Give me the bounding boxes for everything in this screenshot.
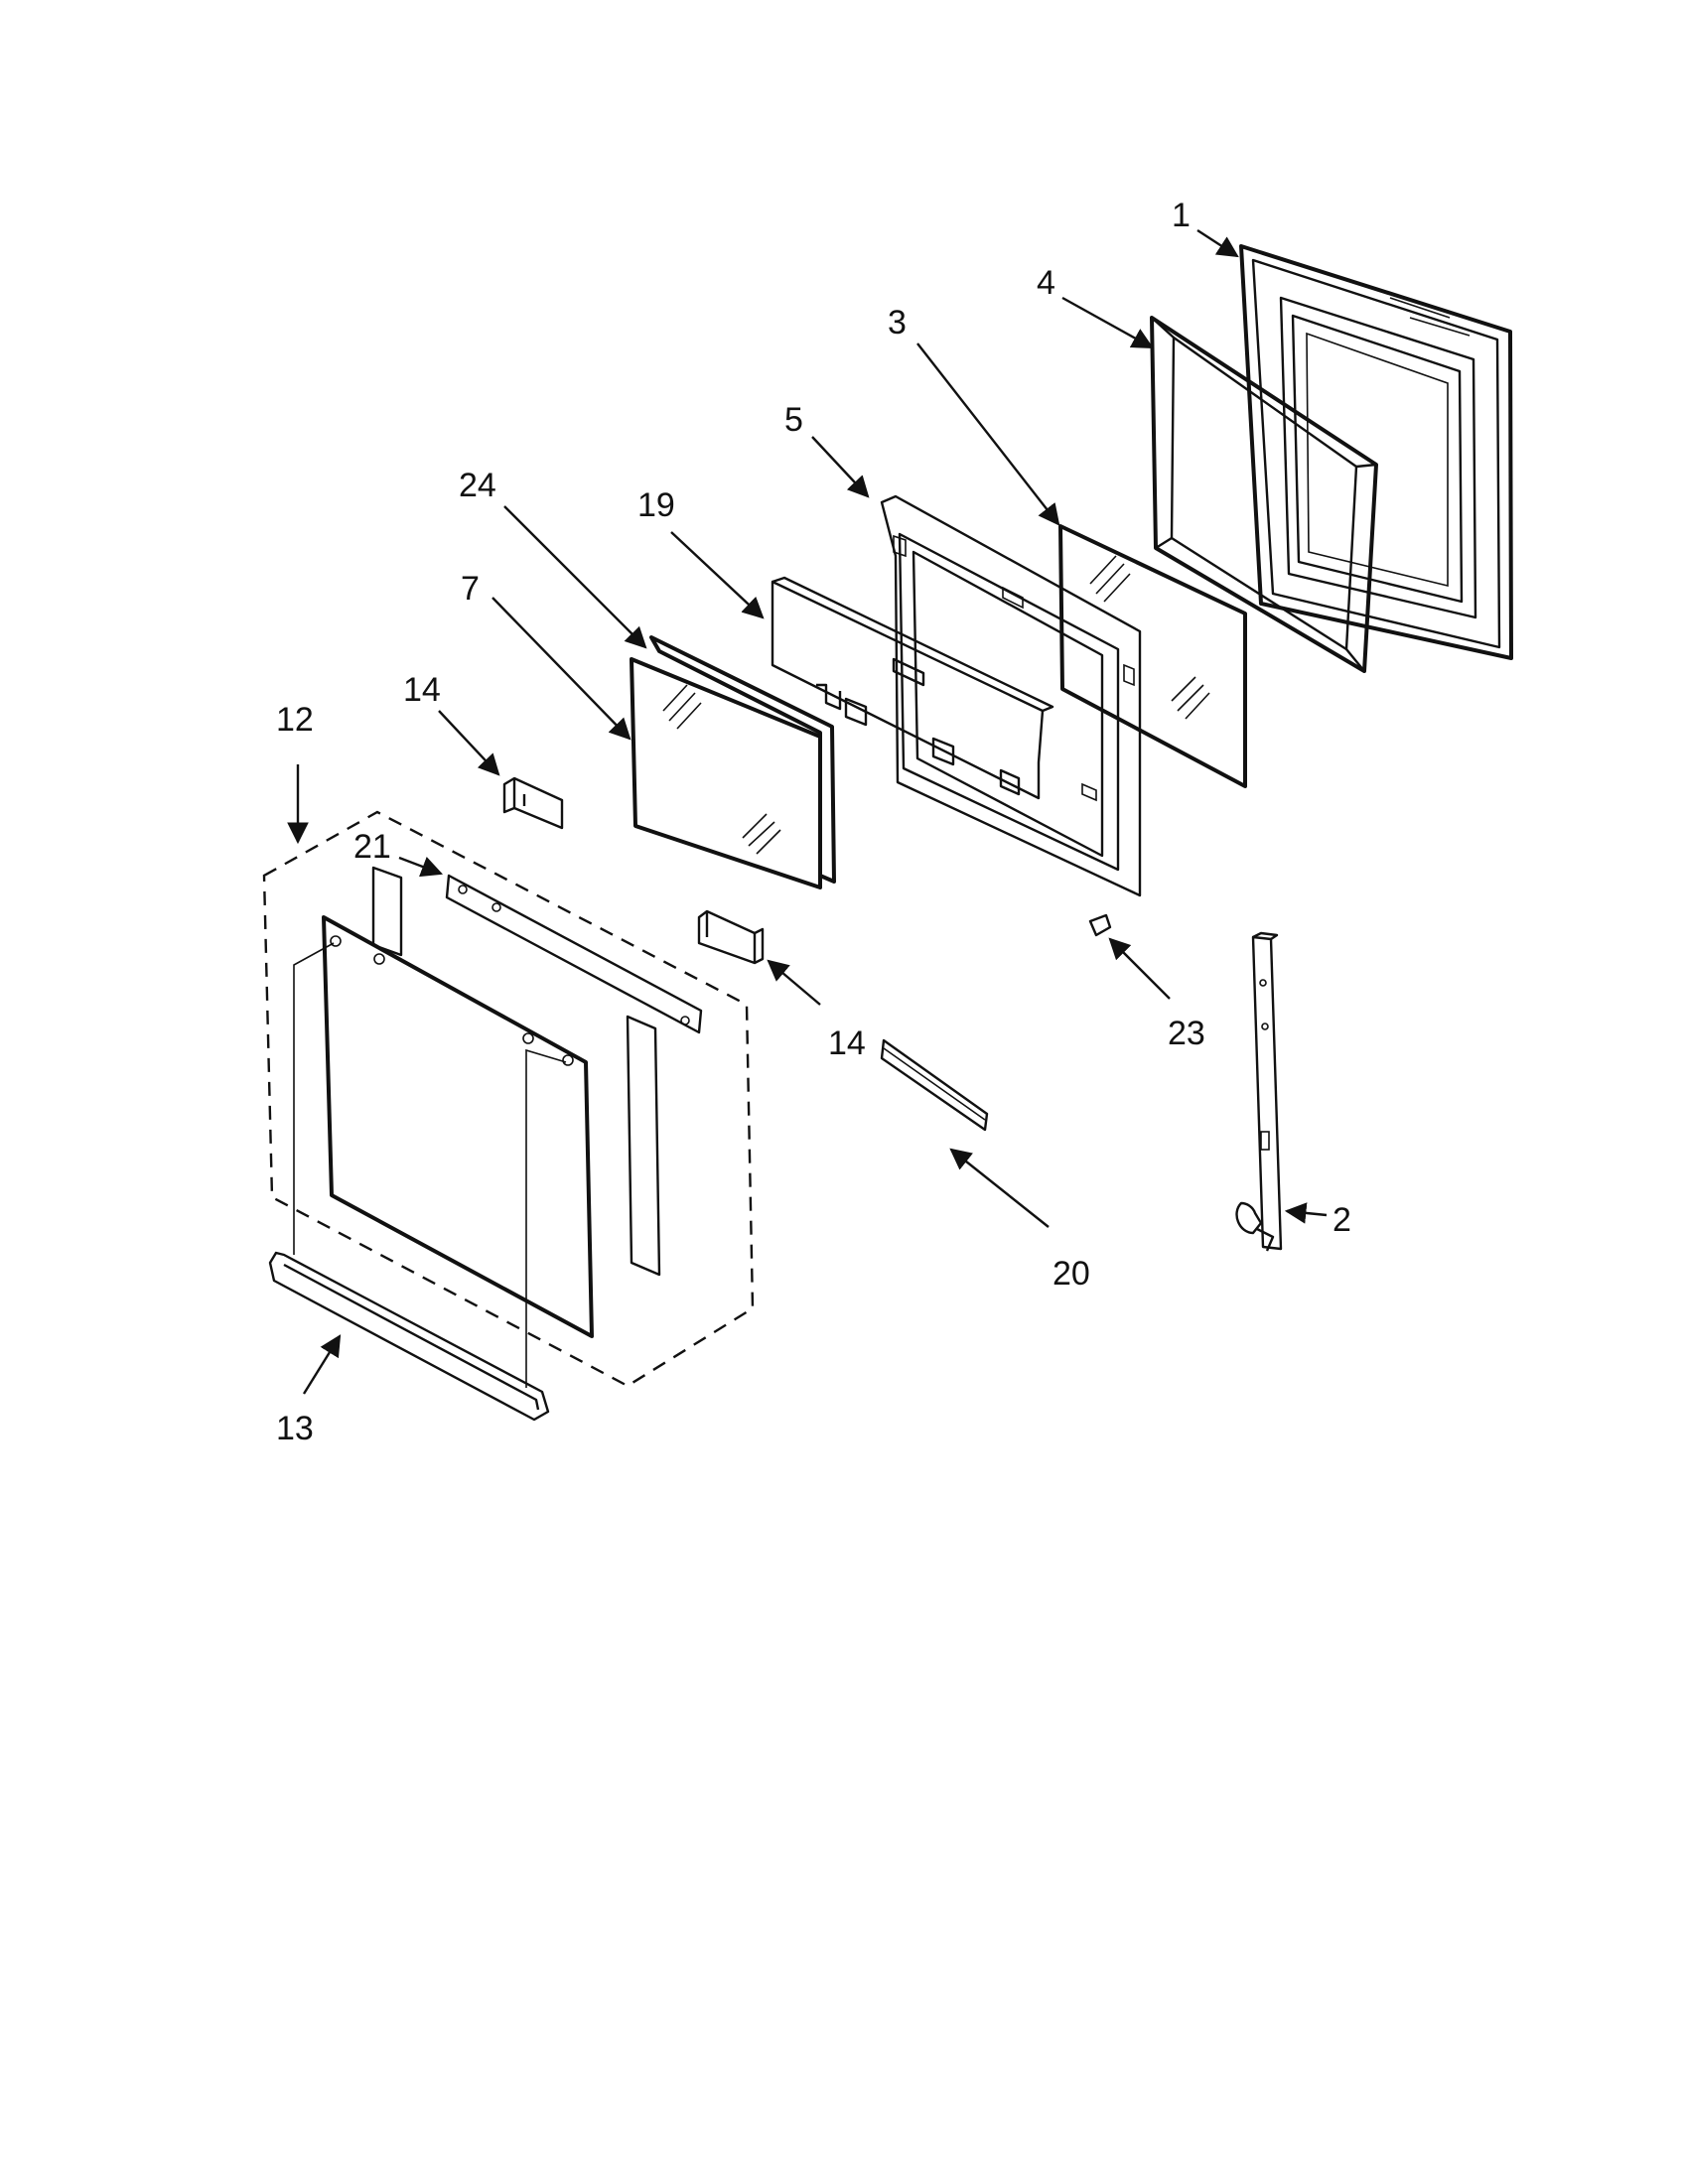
- leader-20: [949, 1148, 1050, 1228]
- label-3: 3: [888, 304, 907, 341]
- label-19: 19: [637, 486, 675, 524]
- leader-2: [1284, 1202, 1328, 1224]
- part-4-door-frame: [1150, 316, 1378, 673]
- label-14a: 14: [403, 671, 441, 709]
- leader-23: [1108, 937, 1171, 1000]
- part-21-strip: [445, 874, 703, 1034]
- part-20-seal-strip: [880, 1038, 989, 1132]
- label-24: 24: [459, 467, 496, 504]
- label-12: 12: [276, 701, 314, 739]
- leader-19: [670, 531, 765, 619]
- part-3-inner-glass: [1058, 524, 1247, 788]
- leader-5: [811, 436, 870, 498]
- label-23: 23: [1168, 1015, 1205, 1052]
- label-21: 21: [353, 828, 391, 866]
- part-13-handle-trim: [268, 1251, 550, 1422]
- part-24-glass: [649, 635, 836, 884]
- leader-1: [1196, 228, 1239, 258]
- outer-glass-panel: [293, 915, 594, 1388]
- spacer-strip-left: [371, 866, 403, 957]
- leader-7: [491, 597, 632, 741]
- leader-24: [503, 505, 647, 649]
- callout-labels: 1 2 3 4 5 7 12 13 14 14 19 20 21 23 24: [276, 197, 1351, 1447]
- label-14b: 14: [828, 1024, 866, 1062]
- part-12-outer-door-assembly-outline: [262, 810, 755, 1388]
- part-1-outer-door-panel: [1239, 244, 1513, 660]
- part-7-glass: [630, 657, 822, 889]
- label-4: 4: [1037, 264, 1055, 302]
- leader-21: [398, 856, 444, 878]
- label-20: 20: [1052, 1255, 1090, 1293]
- leader-14b: [767, 959, 821, 1006]
- label-13: 13: [276, 1410, 314, 1447]
- spacer-strip-right: [626, 1015, 661, 1277]
- part-14-bracket-upper: [502, 776, 564, 830]
- part-14-bracket-lower: [697, 909, 765, 965]
- part-23-clip: [1088, 913, 1112, 937]
- label-5: 5: [784, 401, 803, 439]
- label-2: 2: [1333, 1201, 1351, 1239]
- label-7: 7: [461, 570, 480, 608]
- leader-4: [1061, 296, 1154, 349]
- leader-3: [916, 342, 1060, 526]
- label-1: 1: [1172, 197, 1191, 234]
- part-5-door-liner: [880, 494, 1142, 897]
- leader-lines: [287, 228, 1328, 1395]
- part-19-heat-deflector: [771, 576, 1054, 800]
- leader-14a: [438, 710, 500, 776]
- part-2-hinge: [1235, 931, 1283, 1252]
- leader-13: [302, 1334, 342, 1395]
